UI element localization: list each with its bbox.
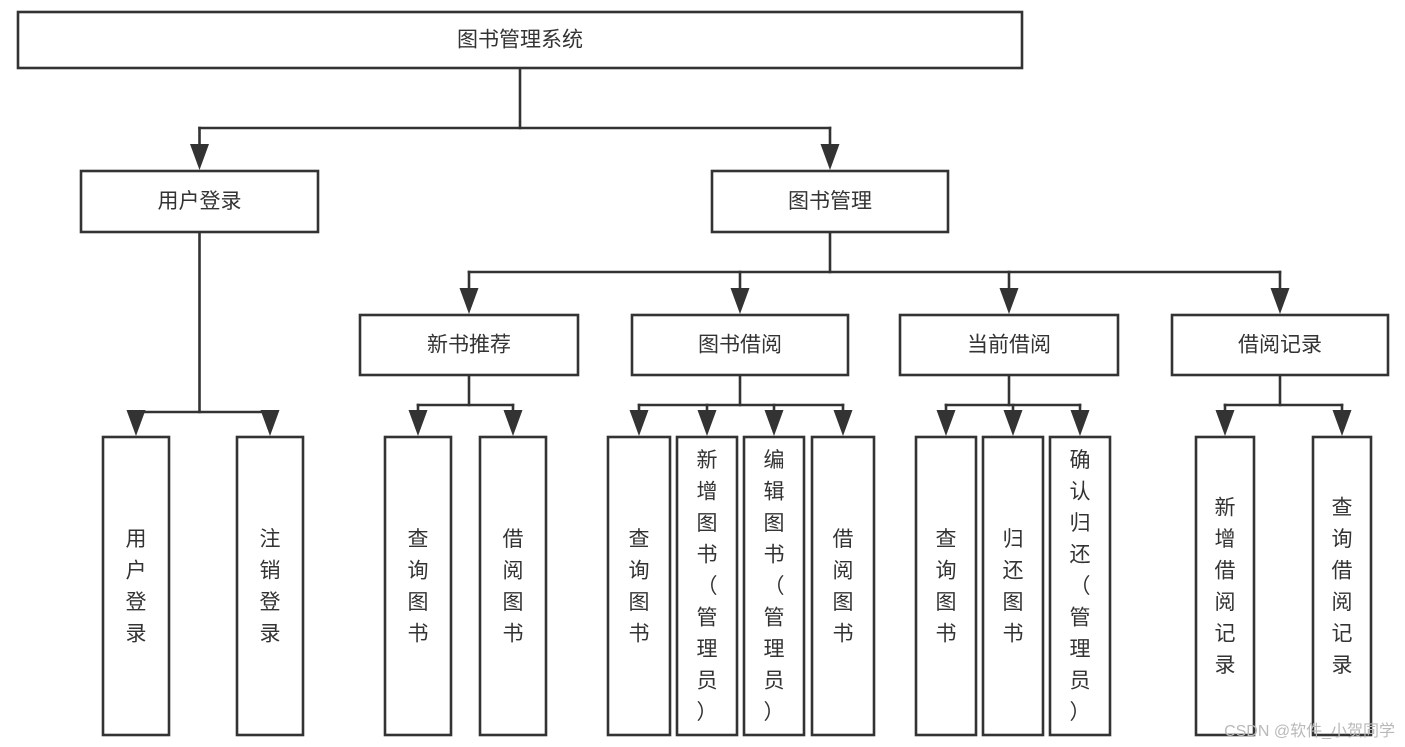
- node-label: 图书借阅: [698, 334, 782, 357]
- node-l-nb-borrow[interactable]: 借阅图书: [478, 435, 548, 737]
- node-label: 查询图书: [408, 527, 429, 645]
- node-box: [478, 435, 548, 737]
- node-box: [235, 435, 305, 737]
- connectors-layer: [126, 66, 1352, 436]
- node-l-rec-add[interactable]: 新增借阅记录: [1194, 435, 1256, 737]
- node-label: 借阅图书: [503, 527, 524, 645]
- node-label: 借阅图书: [833, 527, 854, 645]
- node-l-bb-query[interactable]: 查询图书: [606, 435, 672, 737]
- node-box: [710, 169, 950, 234]
- node-root[interactable]: 图书管理系统: [16, 10, 1024, 70]
- node-label: 注销登录: [260, 527, 281, 645]
- node-label: 用户登录: [126, 527, 147, 645]
- node-box: [79, 169, 320, 234]
- node-box: [383, 435, 453, 737]
- node-box: [1311, 435, 1373, 737]
- node-l-cb-query[interactable]: 查询图书: [914, 435, 978, 737]
- node-l-nb-query[interactable]: 查询图书: [383, 435, 453, 737]
- node-box: [810, 435, 876, 737]
- node-box: [898, 313, 1120, 377]
- node-n-record[interactable]: 借阅记录: [1170, 313, 1390, 377]
- node-label: 新书推荐: [427, 334, 511, 357]
- node-l-user-logout[interactable]: 注销登录: [235, 435, 305, 737]
- node-n-user-login[interactable]: 用户登录: [79, 169, 320, 234]
- node-l-cb-return[interactable]: 归还图书: [981, 435, 1045, 737]
- node-box: [358, 313, 580, 377]
- node-label: 归还图书: [1003, 527, 1024, 645]
- node-l-user-login[interactable]: 用户登录: [101, 435, 171, 737]
- node-label: 查询借阅记录: [1332, 496, 1353, 677]
- node-box: [630, 313, 850, 377]
- node-box: [1194, 435, 1256, 737]
- node-label: 查询图书: [629, 527, 650, 645]
- node-box: [675, 435, 739, 737]
- node-box: [1170, 313, 1390, 377]
- node-box: [606, 435, 672, 737]
- node-label: 确认归还（管理员）: [1070, 449, 1091, 724]
- node-label: 编辑图书（管理员）: [764, 449, 785, 724]
- node-box: [742, 435, 806, 737]
- node-label: 新增图书（管理员）: [697, 449, 718, 724]
- node-label: 图书管理: [788, 190, 872, 213]
- nodes-layer: 图书管理系统用户登录图书管理新书推荐图书借阅当前借阅借阅记录用户登录注销登录查询…: [16, 10, 1390, 737]
- node-n-borrow[interactable]: 图书借阅: [630, 313, 850, 377]
- csdn-watermark: CSDN @软件_小贺同学: [1224, 723, 1395, 740]
- node-label: 查询图书: [936, 527, 957, 645]
- node-l-rec-query[interactable]: 查询借阅记录: [1311, 435, 1373, 737]
- node-label: 图书管理系统: [457, 29, 583, 52]
- node-box: [1048, 435, 1112, 737]
- node-l-bb-edit[interactable]: 编辑图书（管理员）: [742, 435, 806, 737]
- node-label: 用户登录: [158, 190, 242, 213]
- node-label: 借阅记录: [1238, 334, 1322, 357]
- node-box: [914, 435, 978, 737]
- node-l-bb-borrow[interactable]: 借阅图书: [810, 435, 876, 737]
- node-n-book-mgmt[interactable]: 图书管理: [710, 169, 950, 234]
- node-box: [981, 435, 1045, 737]
- node-label: 当前借阅: [967, 334, 1051, 357]
- node-n-new-book[interactable]: 新书推荐: [358, 313, 580, 377]
- node-label: 新增借阅记录: [1215, 496, 1236, 677]
- node-box: [101, 435, 171, 737]
- node-box: [16, 10, 1024, 70]
- node-l-bb-add[interactable]: 新增图书（管理员）: [675, 435, 739, 737]
- node-l-cb-confirm[interactable]: 确认归还（管理员）: [1048, 435, 1112, 737]
- node-n-current[interactable]: 当前借阅: [898, 313, 1120, 377]
